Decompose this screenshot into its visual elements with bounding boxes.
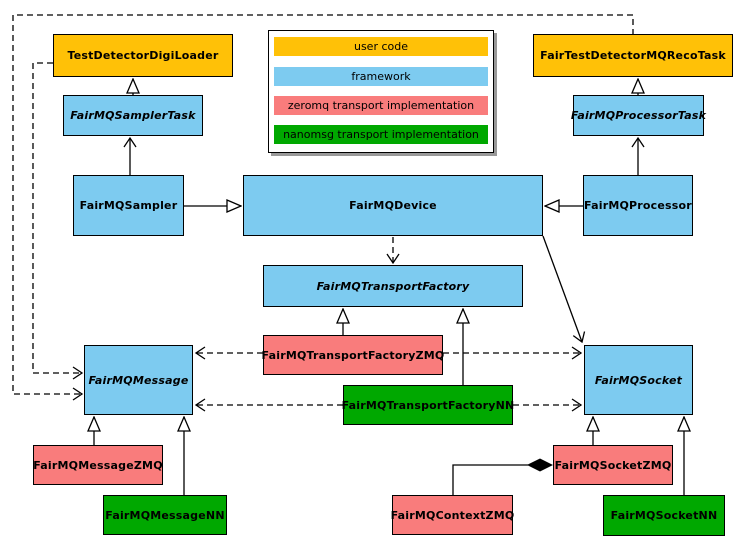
node-fairmqmessagenn: FairMQMessageNN	[103, 495, 227, 535]
legend-label: nanomsg transport implementation	[283, 128, 479, 141]
node-fairmqtransportfactorynn: FairMQTransportFactoryNN	[342, 385, 514, 425]
legend-item-framework: framework	[274, 67, 488, 86]
legend-item-zeromq: zeromq transport implementation	[274, 96, 488, 115]
node-fairmqsamplertask: FairMQSamplerTask	[63, 95, 203, 136]
edge-recotask-message	[12, 14, 634, 401]
legend: user code framework zeromq transport imp…	[268, 30, 494, 153]
edge-device-socket	[542, 235, 586, 344]
node-fairmqsocketnn: FairMQSocketNN	[603, 495, 725, 536]
node-fairmqmessage: FairMQMessage	[84, 345, 193, 415]
legend-label: user code	[353, 40, 409, 53]
legend-item-nanomsg: nanomsg transport implementation	[274, 125, 488, 144]
node-fairmqtransportfactoryzmq: FairMQTransportFactoryZMQ	[262, 335, 444, 375]
node-testdetectordigiloader: TestDetectorDigiLoader	[53, 34, 233, 77]
legend-label: framework	[351, 70, 411, 83]
node-fairmqsocketzmq: FairMQSocketZMQ	[553, 445, 673, 485]
node-fairmqprocessortask: FairMQProcessorTask	[571, 95, 706, 136]
edge-contextzmq-socketzmq	[452, 465, 528, 495]
legend-label: zeromq transport implementation	[287, 99, 475, 112]
legend-item-user-code: user code	[274, 37, 488, 56]
edge-digiloader-message	[32, 62, 84, 380]
node-fairmqdevice: FairMQDevice	[243, 175, 543, 236]
node-fairmqtransportfactory: FairMQTransportFactory	[263, 265, 523, 307]
node-fairmqmessagezmq: FairMQMessageZMQ	[33, 445, 163, 485]
node-fairmqprocessor: FairMQProcessor	[583, 175, 693, 236]
node-fairmqsocket: FairMQSocket	[584, 345, 693, 415]
node-fairmqsampler: FairMQSampler	[73, 175, 184, 236]
node-fairtestdetectormqrecotask: FairTestDetectorMQRecoTask	[533, 34, 733, 77]
node-fairmqcontextzmq: FairMQContextZMQ	[391, 495, 514, 535]
